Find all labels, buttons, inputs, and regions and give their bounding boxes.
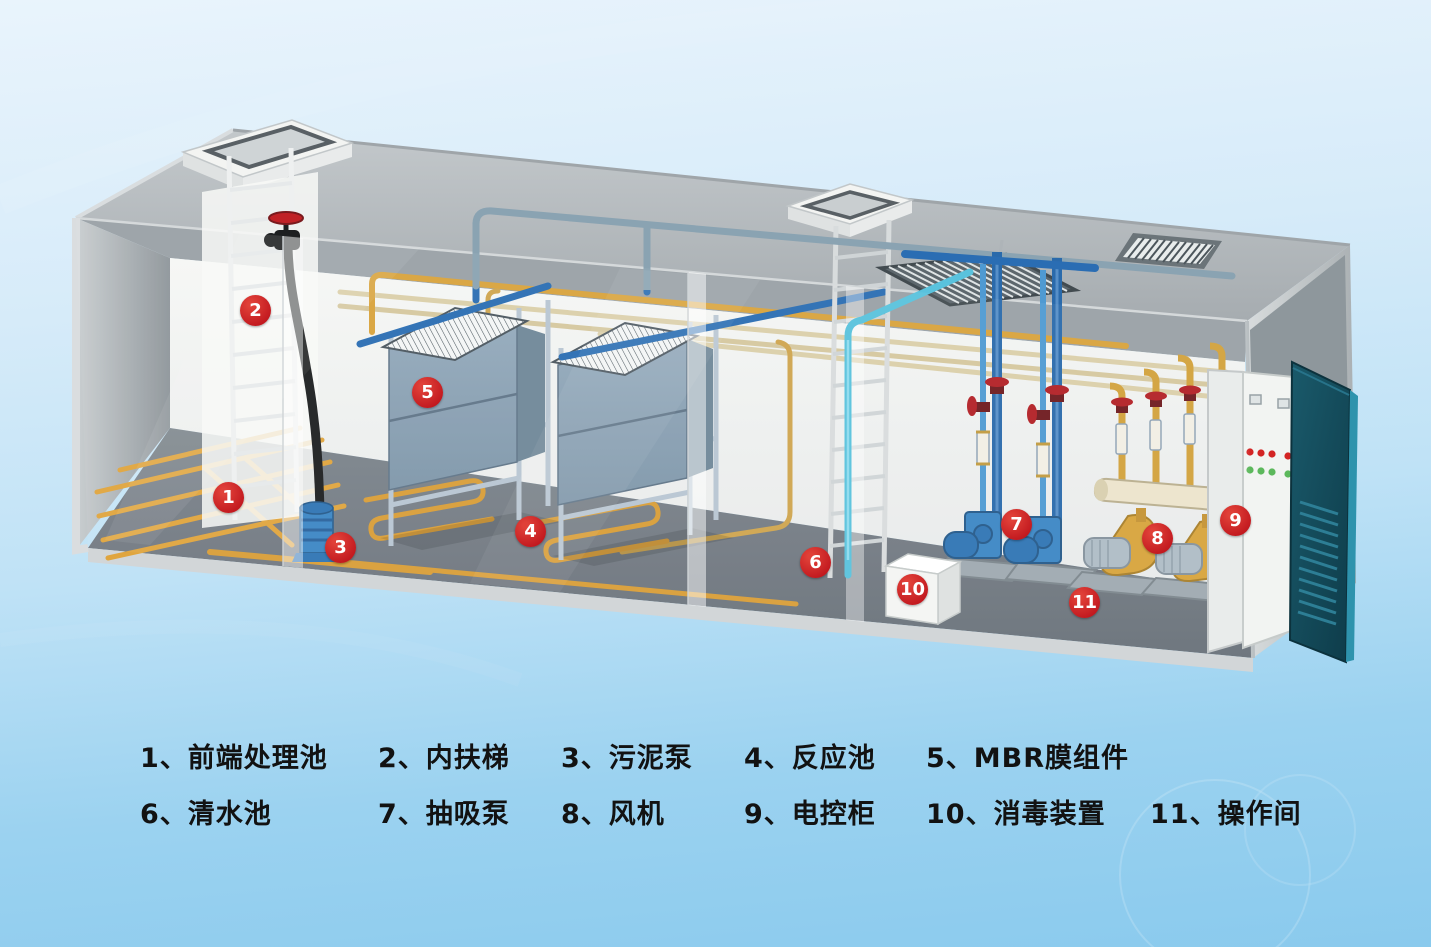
legend-item-2: 2、内扶梯	[378, 743, 510, 774]
container-base	[88, 548, 1253, 672]
cutaway-sheen	[76, 218, 1253, 658]
suction-header-pipe	[901, 250, 1099, 272]
container-left-wall	[76, 218, 170, 550]
legend-item-3: 3、污泥泵	[561, 743, 693, 774]
air-drop-pipe	[485, 288, 501, 319]
legend-item-5: 5、MBR膜组件	[926, 743, 1130, 774]
legend-item-6: 6、清水池	[140, 799, 272, 830]
air-downpipe-tank6	[619, 339, 793, 555]
marker-4: 4	[515, 516, 546, 547]
background-decoration	[0, 0, 1356, 947]
sludge-pump	[292, 501, 341, 562]
legend-item-11: 11、操作间	[1150, 799, 1302, 830]
legend-item-1: 1、前端处理池	[140, 743, 328, 774]
marker-3: 3	[325, 532, 356, 563]
partition-1	[283, 236, 303, 568]
legend-item-9: 9、电控柜	[744, 799, 876, 830]
marker-8: 8	[1142, 523, 1173, 554]
marker-7: 7	[1001, 509, 1032, 540]
roof-hatch-center	[785, 183, 915, 237]
clean-water-pipe	[844, 268, 974, 579]
mbr-module-1	[380, 300, 562, 550]
legend-item-4: 4、反应池	[744, 743, 876, 774]
legend-item-8: 8、风机	[561, 799, 665, 830]
ceiling-pipe	[472, 207, 1236, 290]
air-main-pipe	[369, 271, 1129, 349]
louvered-door	[1288, 360, 1358, 664]
indicator-lights-red	[1246, 448, 1292, 460]
roof-vent-grille	[1115, 233, 1222, 269]
marker-11: 11	[1069, 587, 1100, 618]
legend-item-7: 7、抽吸泵	[378, 799, 510, 830]
indicator-lights-green	[1246, 466, 1292, 478]
marker-1: 1	[213, 482, 244, 513]
marker-6: 6	[800, 547, 831, 578]
partition-2	[688, 272, 706, 607]
marker-9: 9	[1220, 505, 1251, 536]
valve-handwheel	[268, 211, 304, 225]
marker-10: 10	[897, 574, 928, 605]
marker-2: 2	[240, 295, 271, 326]
container-ceiling	[76, 218, 1247, 362]
marker-5: 5	[412, 377, 443, 408]
legend-item-10: 10、消毒装置	[926, 799, 1106, 830]
